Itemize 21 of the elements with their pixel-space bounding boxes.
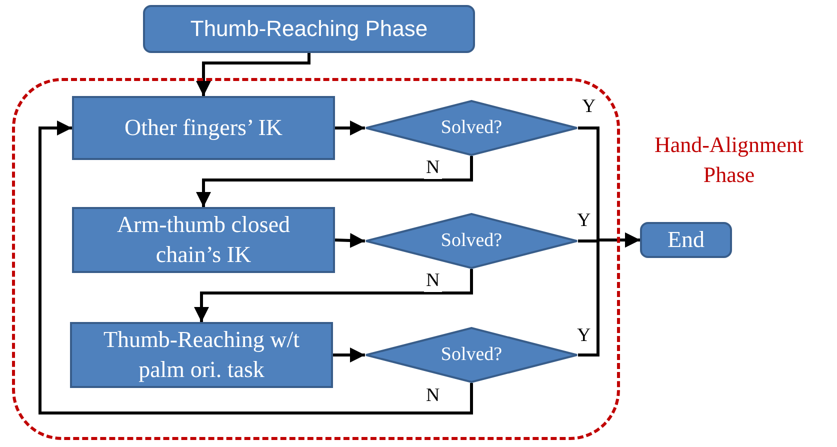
process-box bbox=[72, 96, 335, 160]
box-text: Other fingers’ IK bbox=[124, 114, 284, 142]
arrow bbox=[196, 53, 310, 96]
arrow bbox=[196, 156, 473, 207]
decision-text: Solved? bbox=[440, 342, 502, 367]
arrow bbox=[334, 233, 366, 248]
arrow bbox=[38, 120, 473, 414]
phase-heading: Hand-Alignment Phase bbox=[653, 131, 805, 189]
box-text: Thumb-Reaching Phase bbox=[189, 15, 429, 43]
process-box bbox=[72, 207, 335, 273]
box-text: Arm-thumb closed chain’s IK bbox=[116, 211, 292, 269]
process-box bbox=[70, 322, 333, 388]
terminal-box bbox=[640, 222, 732, 258]
arrow bbox=[335, 120, 365, 136]
box-text: End bbox=[666, 226, 706, 254]
decision-text: Solved? bbox=[440, 116, 502, 140]
box-text: Thumb-Reaching w/t palm ori. task bbox=[102, 326, 301, 384]
decision-text: Solved? bbox=[440, 228, 502, 253]
phase-box bbox=[143, 5, 475, 53]
arrow bbox=[578, 232, 640, 356]
arrow bbox=[333, 348, 365, 362]
